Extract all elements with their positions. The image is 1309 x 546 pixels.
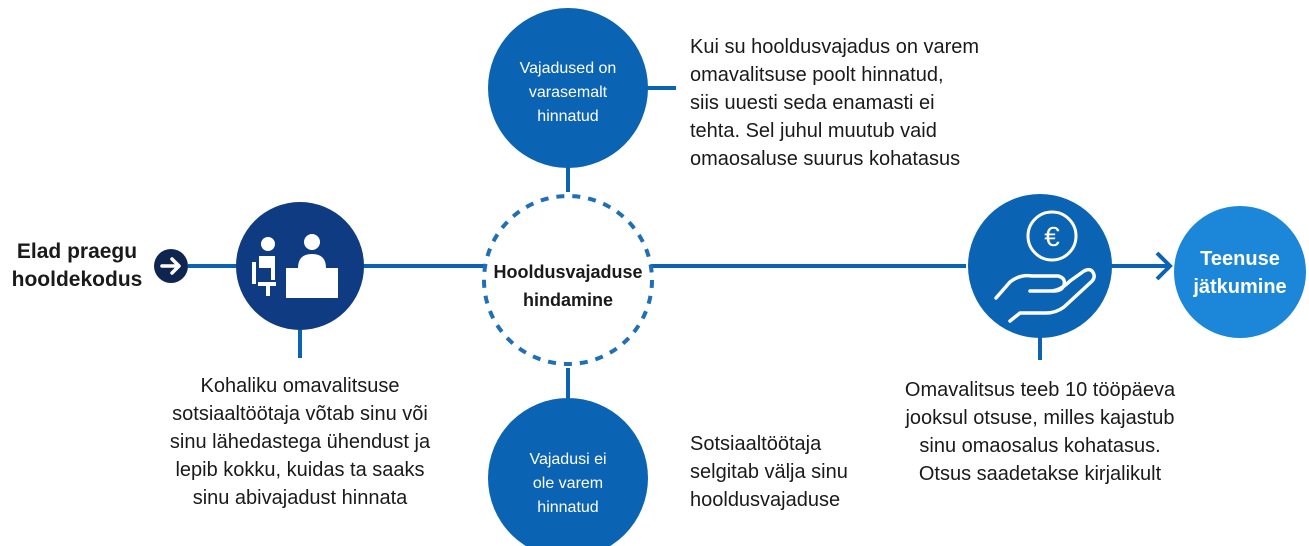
start-label-line1: Elad praegu (16, 240, 138, 263)
center-node-line1: Hooldusvajaduse (493, 262, 643, 282)
top-node-line1: Vajadused on (519, 60, 617, 77)
svg-text:€: € (1044, 221, 1060, 252)
end-node (1174, 206, 1306, 338)
social-worker-description-line: sinu abivajadust hinnata (192, 487, 408, 509)
top-description-line: omavalitsuse poolt hinnatud, (690, 64, 944, 86)
top-description-line: tehta. Sel juhul muutub vaid (690, 120, 937, 142)
top-description-line: siis uuesti seda enamasti ei (690, 92, 935, 114)
decision-description-line: Omavalitsus teeb 10 tööpäeva (904, 379, 1176, 401)
social-worker-desk-icon (236, 202, 364, 330)
social-worker-description-line: Kohaliku omavalitsuse (200, 375, 400, 397)
arrow-right-circle-icon (154, 249, 188, 283)
hand-euro-coin-icon: € (968, 194, 1112, 338)
top-node-line2: varasemalt (528, 84, 608, 101)
bottom-node-label: Vajadusi ei ole varem hinnatud (488, 448, 648, 520)
top-description-line: Kui su hooldusvajadus on varem (690, 36, 980, 58)
top-node (488, 8, 648, 168)
bottom-node-line1: Vajadusi ei (529, 451, 607, 468)
end-node-line2: jätkumine (1193, 276, 1287, 298)
end-arrowhead (1155, 251, 1173, 281)
center-node-line2: hindamine (522, 290, 613, 310)
end-node-label: Teenuse jätkumine (1174, 245, 1306, 301)
bottom-description-line: selgitab välja sinu (690, 461, 848, 483)
top-description: Kui su hooldusvajadus on varem omavalits… (690, 33, 979, 173)
start-label: Elad praegu hooldekodus (0, 238, 154, 294)
bottom-node-line3: hinnatud (537, 499, 599, 516)
bottom-description: Sotsiaaltöötaja selgitab välja sinu hool… (690, 430, 848, 514)
top-node-label: Vajadused on varasemalt hinnatud (488, 57, 648, 129)
decision-description-line: jooksul otsuse, milles kajastub (905, 407, 1175, 429)
bottom-description-line: Sotsiaaltöötaja (690, 433, 822, 455)
center-node (482, 194, 654, 366)
top-node-line3: hinnatud (537, 108, 599, 125)
top-description-line: omaosaluse suurus kohatasus (690, 148, 961, 170)
decision-description-line: sinu omaosalus kohatasus. (919, 435, 1161, 457)
bottom-node-line2: ole varem (532, 475, 604, 492)
social-worker-description-line: lepib kokku, kuidas ta saaks (175, 459, 425, 481)
bottom-node (488, 398, 648, 546)
decision-description: Omavalitsus teeb 10 tööpäeva jooksul ots… (880, 376, 1200, 488)
decision-description-line: Otsus saadetakse kirjalikult (918, 463, 1162, 485)
social-worker-description: Kohaliku omavalitsuse sotsiaaltöötaja võ… (150, 372, 450, 512)
social-worker-description-line: sotsiaaltöötaja võtab sinu või (172, 403, 428, 425)
social-worker-description-line: sinu lähedastega ühendust ja (169, 431, 431, 453)
start-label-line2: hooldekodus (11, 268, 143, 291)
end-node-line1: Teenuse (1200, 248, 1280, 270)
center-node-label: Hooldusvajaduse hindamine (478, 258, 658, 314)
bottom-description-line: hooldusvajaduse (690, 489, 841, 511)
